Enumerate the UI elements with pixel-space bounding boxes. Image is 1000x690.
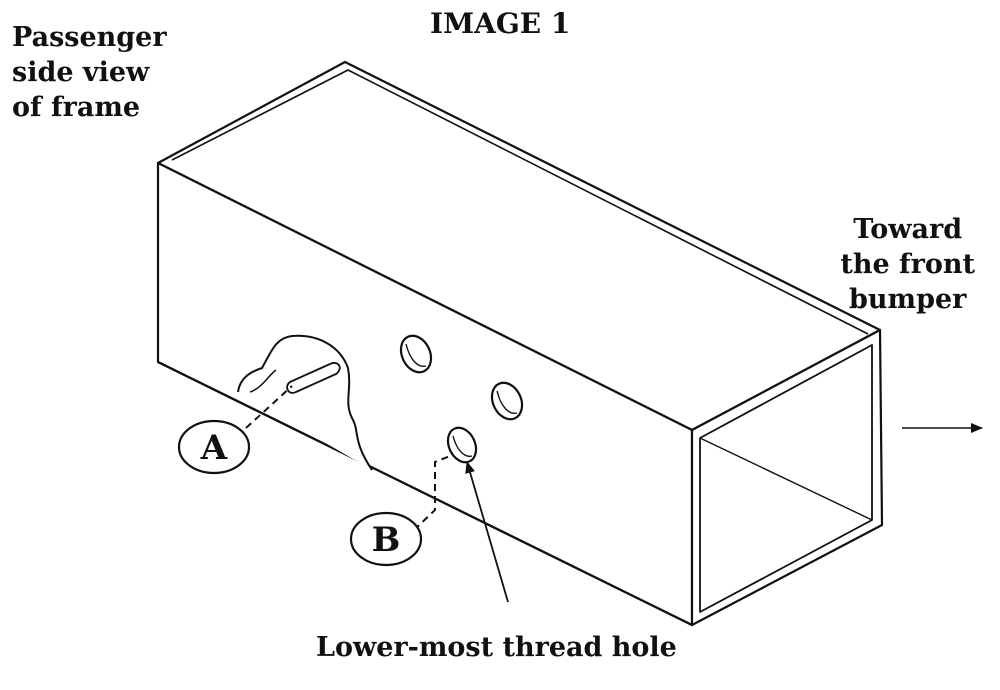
thread-hole-2 [490, 381, 524, 421]
callout-b-text: B [372, 520, 401, 560]
hole-1-inner [405, 343, 427, 367]
lower-most-thread-hole-label: Lower-most thread hole [316, 632, 677, 663]
callout-a-text: A [200, 428, 228, 468]
toward-line-1: Toward [853, 214, 963, 245]
callout-b-leader [413, 455, 451, 531]
callout-a: A [177, 385, 293, 475]
side-view-line-2: side view [12, 57, 150, 88]
thread-hole-1 [399, 334, 433, 374]
cutaway-inner-edge [249, 369, 277, 393]
frame-interior-line [699, 437, 873, 521]
callout-a-leader [245, 385, 293, 429]
toward-line-3: bumper [848, 284, 967, 315]
hole-2-inner [496, 390, 518, 414]
hole-3-inner [452, 435, 473, 458]
diagram-title: IMAGE 1 [430, 7, 571, 40]
toward-line-2: the front [840, 249, 975, 280]
callout-b-circle [349, 511, 423, 567]
callout-b: B [349, 455, 451, 567]
frame-rail [156, 60, 884, 627]
frame-open-end-outer [690, 328, 884, 627]
upper-thread-holes [399, 334, 524, 464]
side-view-line-3: of frame [12, 92, 141, 123]
callout-a-circle [177, 419, 251, 475]
passenger-side-view-label: Passenger side view of frame [12, 20, 167, 125]
frame-bottom-edge [157, 361, 693, 626]
frame-top-fold-line [171, 69, 869, 335]
stud-a-icon [286, 362, 341, 394]
toward-front-bumper-label: Toward the front bumper [840, 212, 975, 317]
lower-hole-pointer-arrow [465, 461, 509, 603]
side-view-line-1: Passenger [12, 22, 167, 53]
